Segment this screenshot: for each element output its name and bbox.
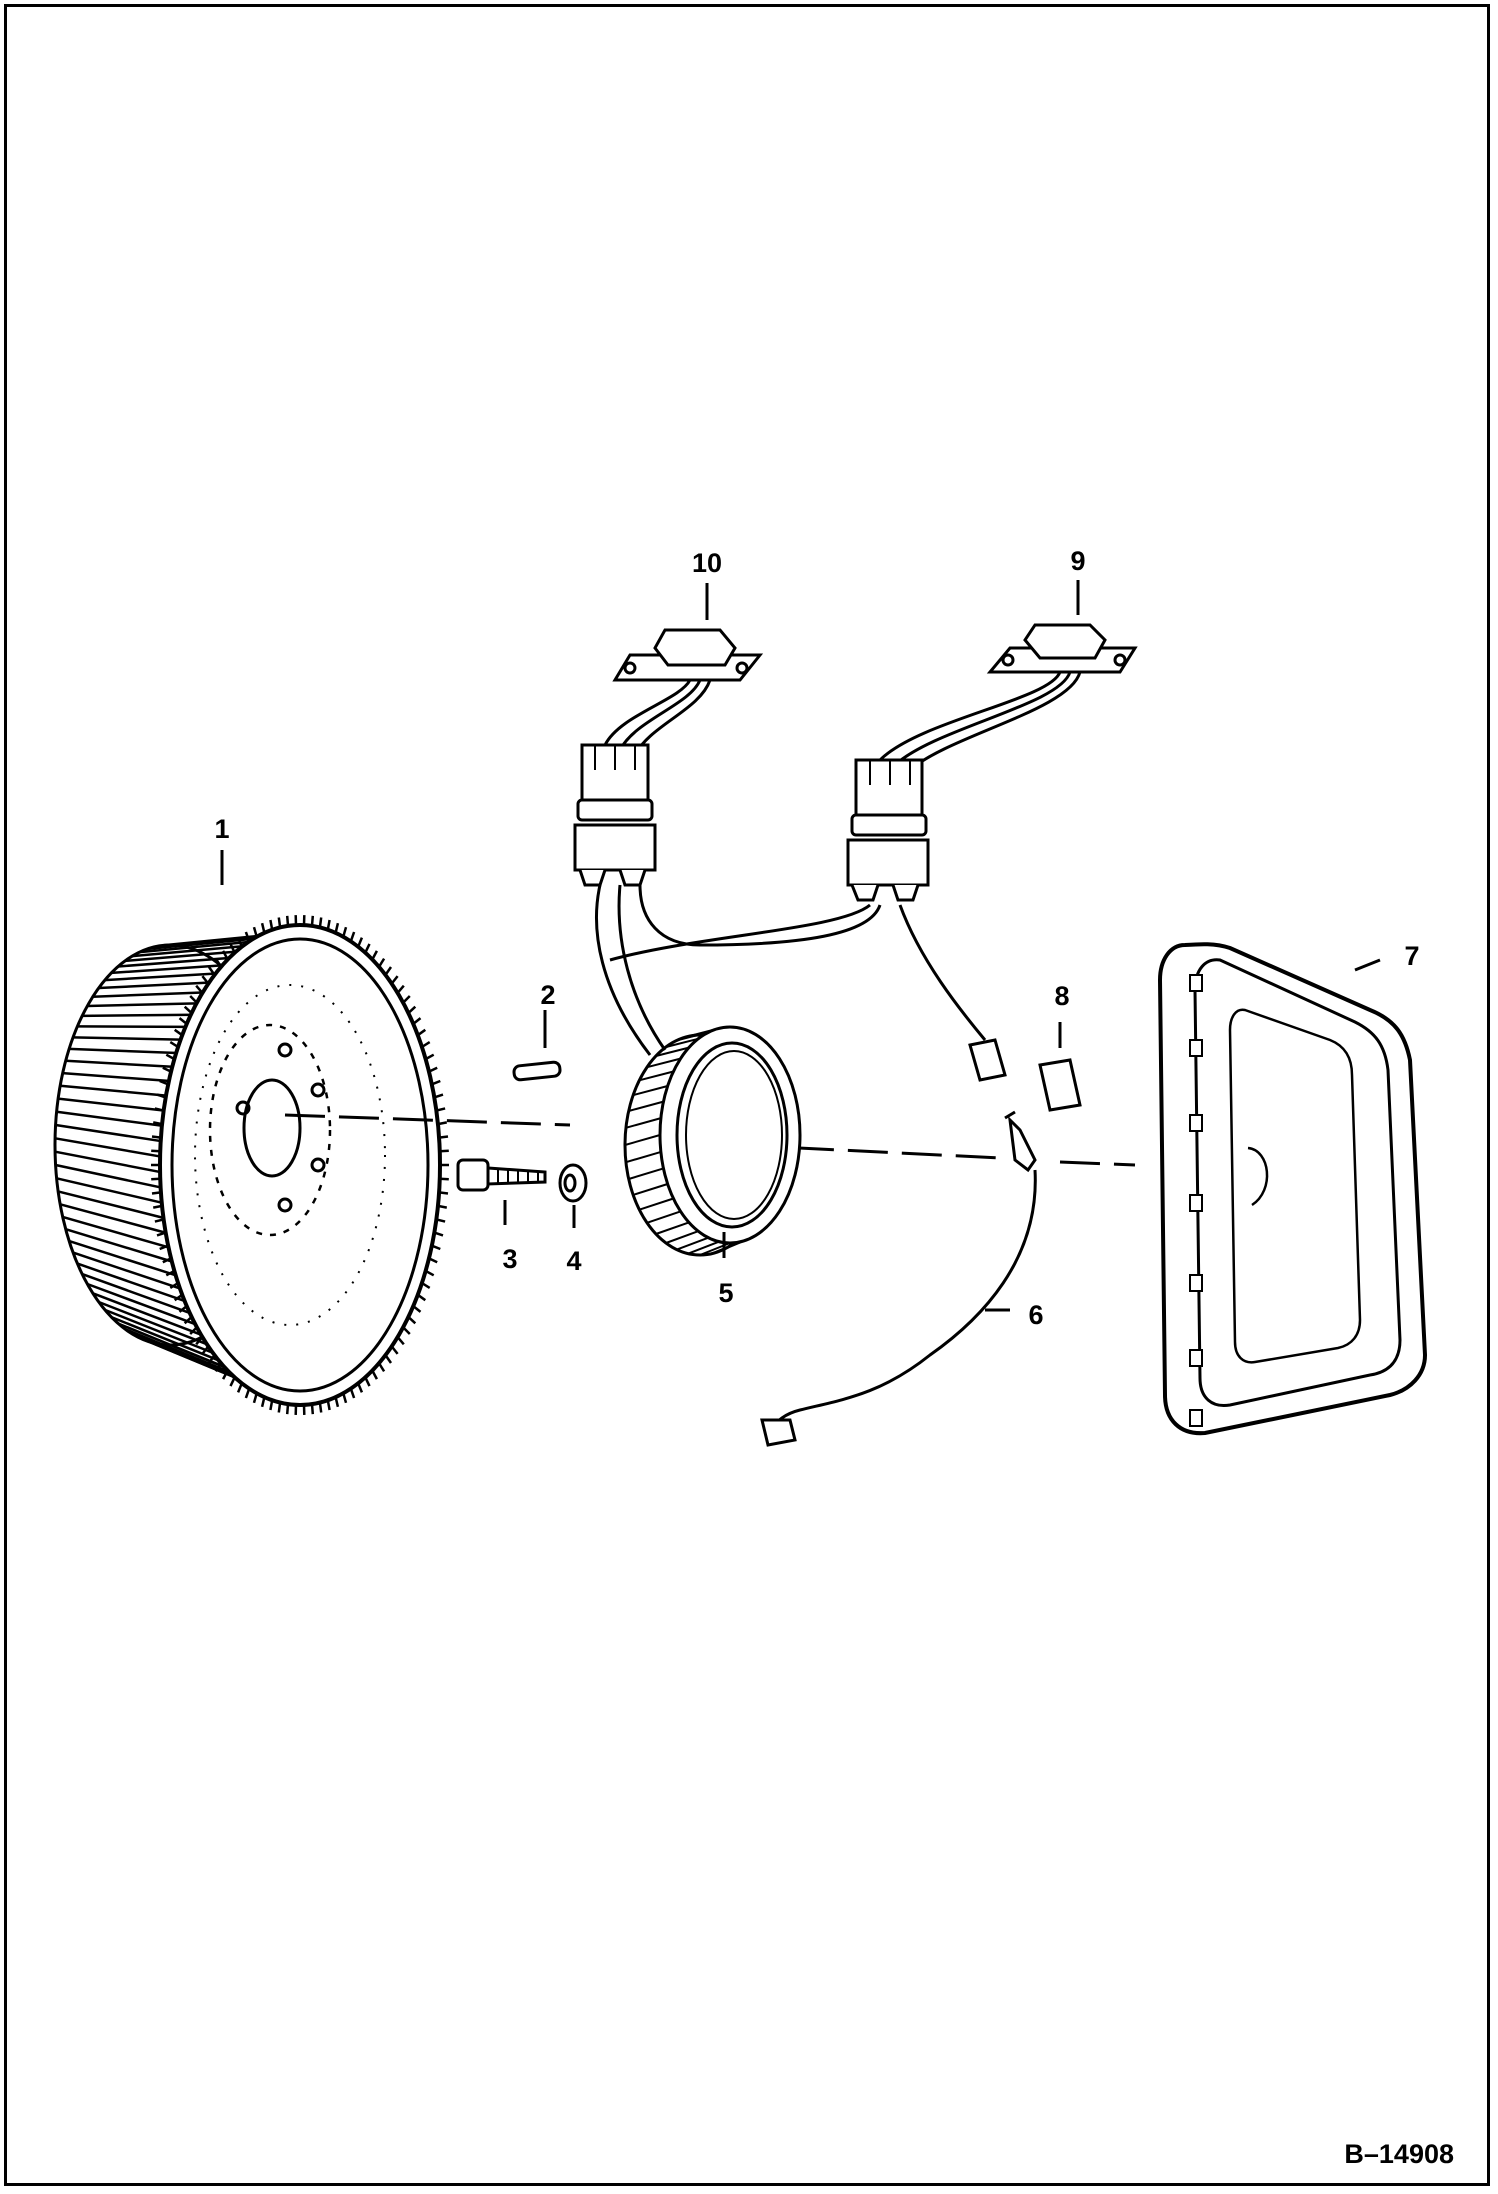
callout-4: 4 [566,1246,581,1276]
figure-id-label: B–14908 [1344,2139,1454,2169]
diagram-border [4,4,1490,2186]
callout-10: 10 [692,548,722,578]
callouts: 1 2 3 4 5 6 7 8 9 10 [214,546,1419,1330]
callout-7: 7 [1404,941,1419,971]
wiring-harness [595,671,1082,1056]
callout-9: 9 [1070,546,1085,576]
leader-lines [220,580,1381,1312]
callout-3: 3 [502,1244,517,1274]
callout-2: 2 [540,980,555,1010]
connector-pair-10 [573,743,657,887]
part-8-sleeve [968,1038,1082,1112]
part-6-wire-lead [760,1110,1037,1447]
part-7-housing-cover [1157,942,1428,1436]
part-1-flywheel [53,915,449,1415]
part-4-washer [558,1163,588,1203]
part-3-bolt [456,1158,547,1192]
callout-5: 5 [718,1278,733,1308]
callout-1: 1 [214,814,229,844]
part-9-regulator [986,623,1138,674]
part-2-dowel-pin [512,1060,562,1082]
part-5-stator [623,1025,802,1257]
connector-pair-9 [846,758,930,902]
part-10-regulator [612,628,764,682]
callout-6: 6 [1028,1300,1043,1330]
callout-8: 8 [1054,981,1069,1011]
assembly-center-line [284,1113,1136,1167]
